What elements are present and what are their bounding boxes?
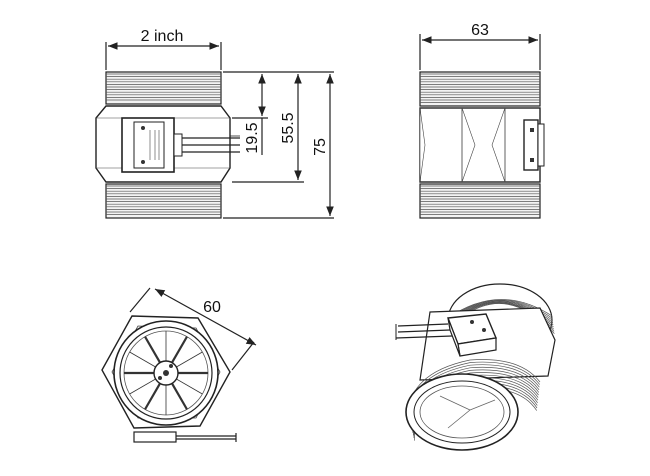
end-view: 60 <box>101 287 257 443</box>
impeller-blade <box>171 382 188 410</box>
dim-thread-size-label: 2 inch <box>141 28 184 45</box>
dim-height-small: 19.5 <box>244 74 266 155</box>
dim-height-total-label: 75 <box>312 138 329 156</box>
dim-width-side-label: 63 <box>471 22 489 39</box>
iso-view <box>395 283 556 451</box>
impeller-blade <box>144 382 161 410</box>
front-sensor-module <box>121 117 240 173</box>
side-view: 63 <box>419 22 545 219</box>
dim-hex-across-label: 60 <box>203 299 221 316</box>
impeller-blade <box>129 351 156 368</box>
dim-height-mid: 55.5 <box>280 74 302 180</box>
impeller-blade <box>129 378 156 395</box>
side-hex-body <box>419 107 545 183</box>
front-bottom-thread <box>105 183 222 219</box>
iso-sensor-module <box>395 313 497 357</box>
side-bottom-thread <box>419 183 541 219</box>
impeller-blade <box>144 336 161 364</box>
impeller-blade <box>176 378 203 395</box>
front-view: 2 inch 19.5 55.5 75 <box>95 28 334 219</box>
dim-height-total: 75 <box>312 74 334 216</box>
dim-thread-size: 2 inch <box>105 28 222 70</box>
front-top-thread <box>105 71 222 105</box>
impeller-blade <box>176 351 203 368</box>
dim-hex-across: 60 <box>129 287 257 371</box>
dim-width-side: 63 <box>419 22 541 70</box>
side-top-thread <box>419 71 541 107</box>
dim-height-mid-label: 55.5 <box>280 112 297 143</box>
dim-height-small-label: 19.5 <box>244 122 261 153</box>
